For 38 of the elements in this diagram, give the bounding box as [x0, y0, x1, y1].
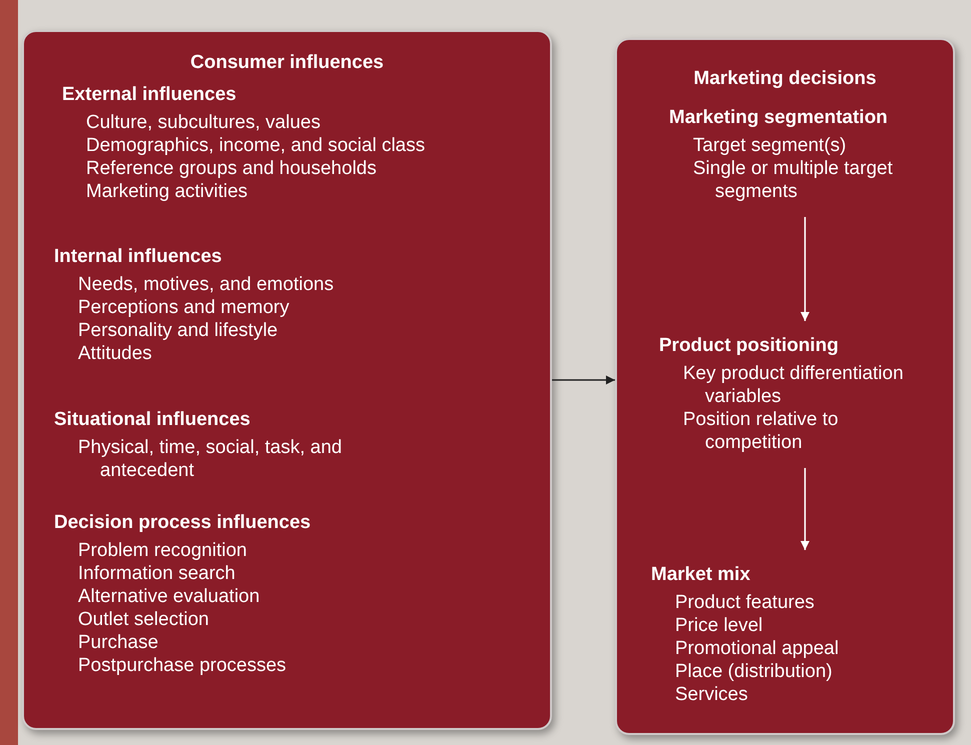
section-heading: Product positioning — [659, 334, 840, 358]
list-item: Key product differentiation variables — [682, 362, 904, 408]
arrow — [800, 217, 810, 321]
list-item: Perceptions and memory — [77, 296, 290, 319]
arrow — [552, 376, 615, 384]
list-item: Position relative to competition — [682, 408, 840, 454]
list-item: Product features — [674, 591, 816, 614]
list-item: Postpurchase processes — [77, 654, 288, 677]
list-item: Alternative evaluation — [77, 585, 261, 608]
section-heading: Marketing segmentation — [669, 106, 889, 130]
panel-heading: Consumer influences — [189, 52, 385, 74]
list-item: Outlet selection — [77, 608, 210, 631]
section-heading: External influences — [62, 83, 238, 107]
list-item: Purchase — [77, 631, 160, 654]
section-heading: Market mix — [651, 563, 752, 587]
list-item: Single or multiple target segments — [692, 157, 894, 203]
panel-heading: Marketing decisions — [692, 68, 878, 90]
arrow — [800, 468, 810, 550]
list-item: Demographics, income, and social class — [85, 134, 426, 157]
list-item: Culture, subcultures, values — [85, 111, 322, 134]
list-item: Services — [674, 683, 749, 706]
list-item: Problem recognition — [77, 539, 248, 562]
panel — [615, 38, 955, 735]
list-item: Promotional appeal — [674, 637, 840, 660]
section-heading: Internal influences — [54, 245, 223, 269]
list-item: Attitudes — [77, 342, 153, 365]
panel — [22, 30, 552, 730]
list-item: Price level — [674, 614, 764, 637]
list-item: Place (distribution) — [674, 660, 834, 683]
list-item: Information search — [77, 562, 236, 585]
list-item: Target segment(s) — [692, 134, 848, 157]
list-item: Personality and lifestyle — [77, 319, 279, 342]
list-item: Needs, motives, and emotions — [77, 273, 335, 296]
list-item: Reference groups and households — [85, 157, 378, 180]
list-item: Marketing activities — [85, 180, 249, 203]
section-heading: Decision process influences — [54, 511, 312, 535]
list-item: Physical, time, social, task, and antecedent — [77, 436, 343, 482]
section-heading: Situational influences — [54, 408, 252, 432]
